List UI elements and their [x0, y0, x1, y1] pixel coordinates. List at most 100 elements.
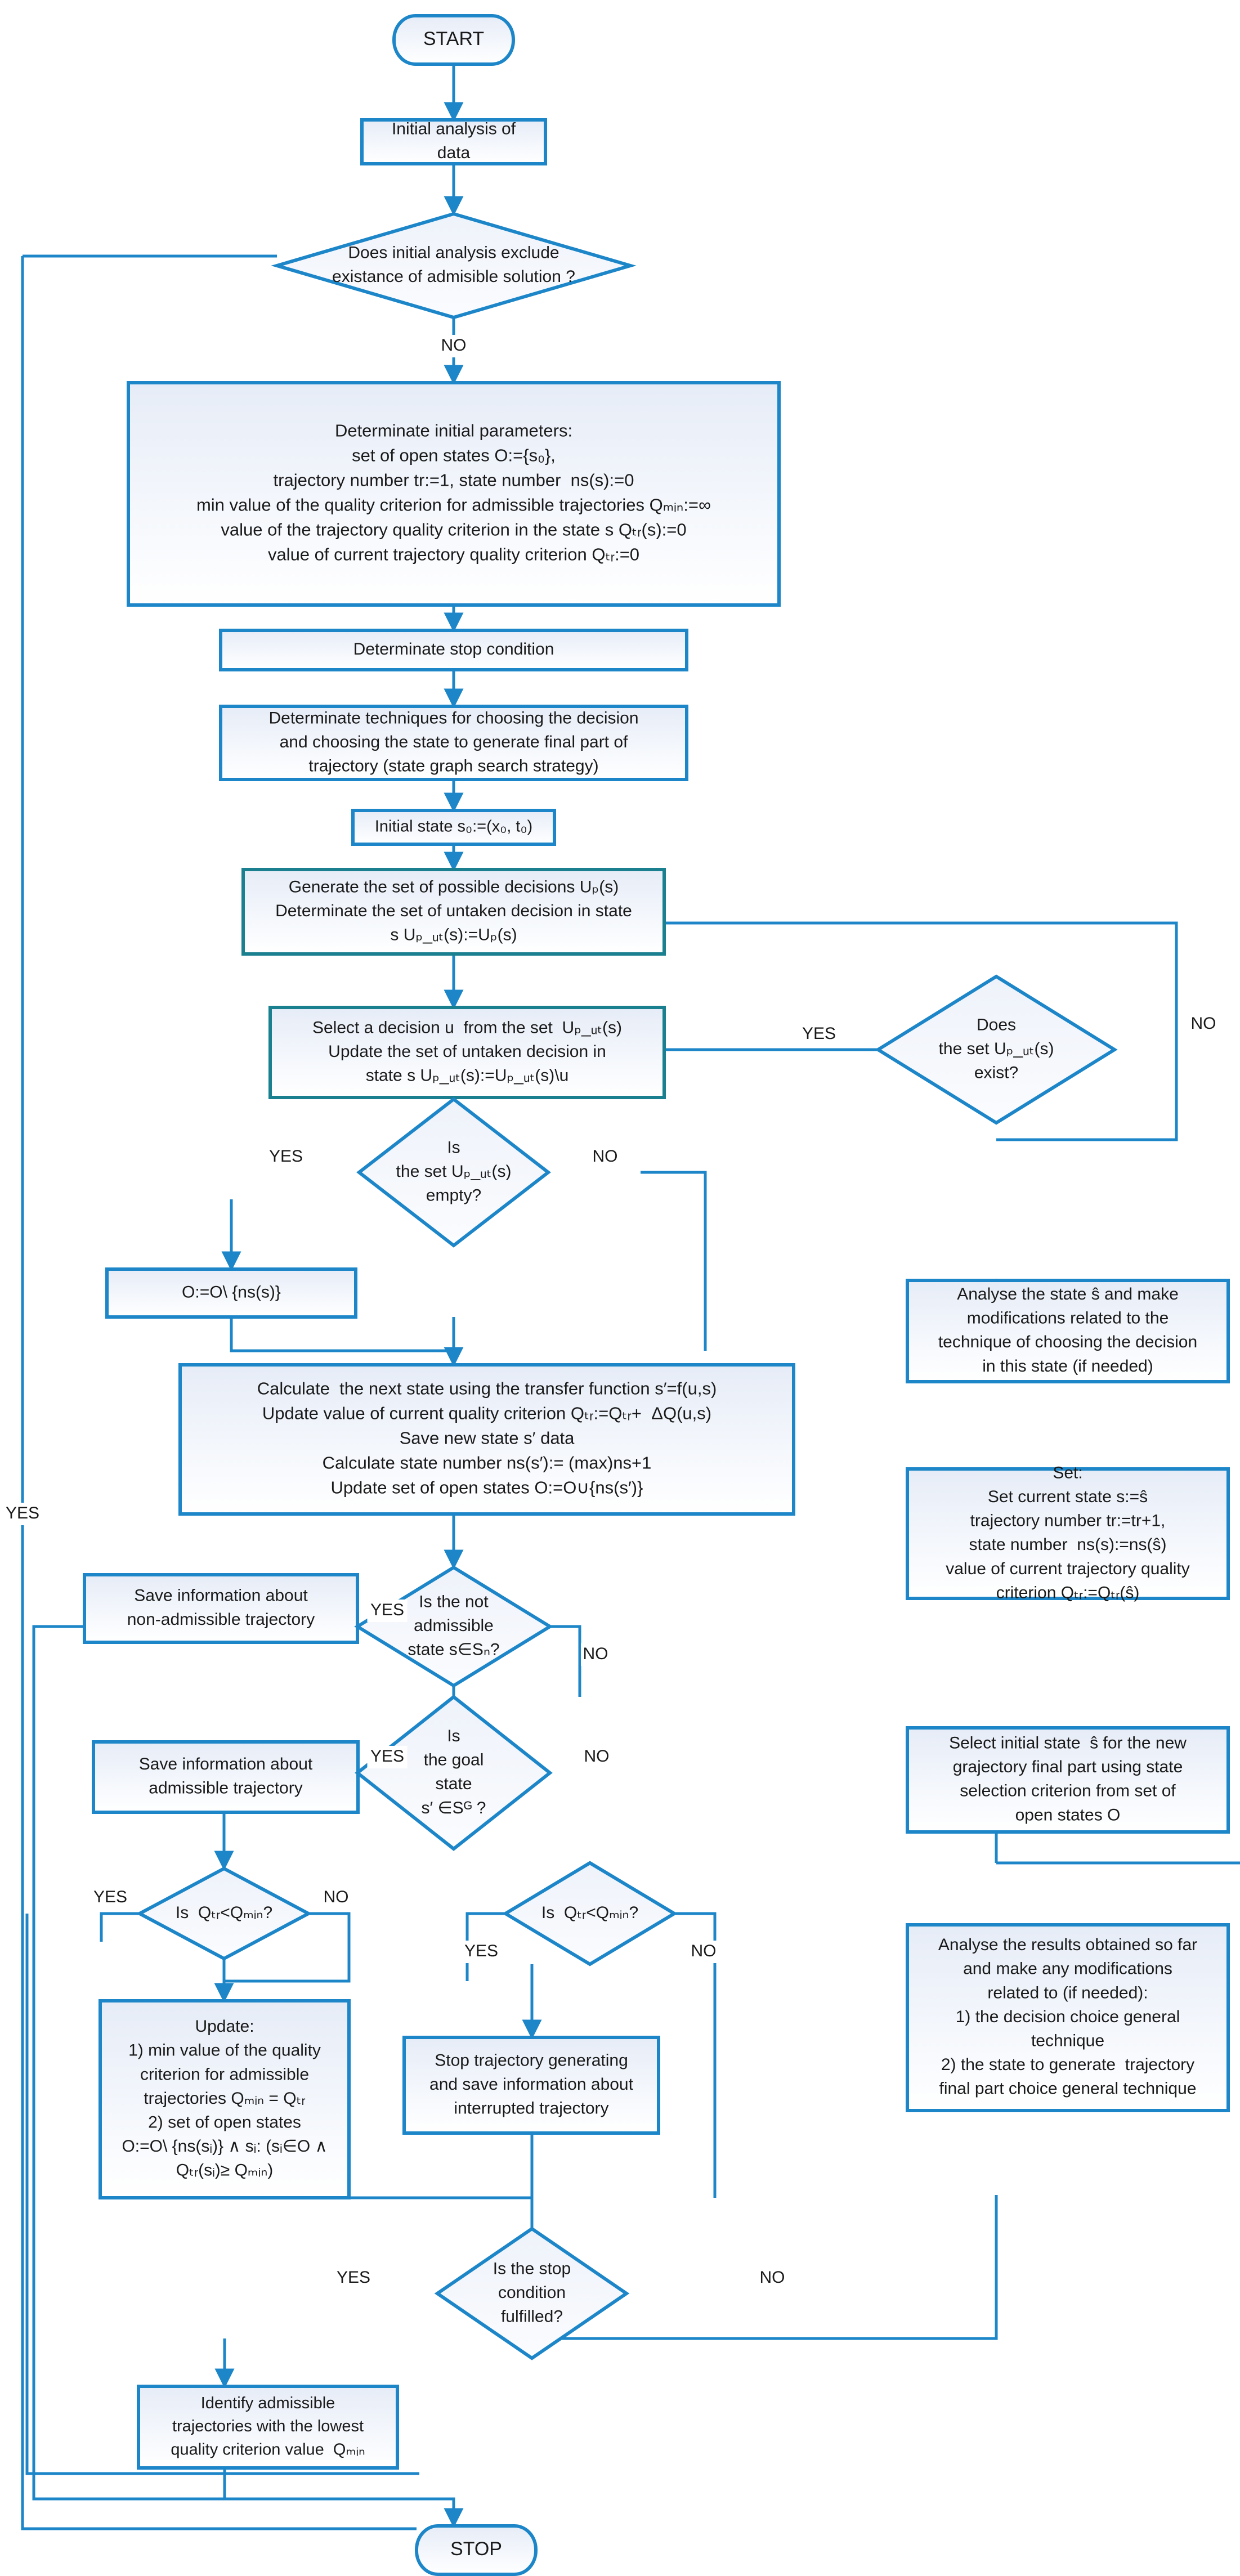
decision-node-stop-condition-fulfilled	[434, 2226, 630, 2360]
svg-text:state: state	[435, 1775, 472, 1793]
decision-node-set-exists	[875, 974, 1118, 1125]
edge-stopcond-no-right	[532, 2195, 998, 2340]
edge-label-yes_set_exists: YES	[802, 1024, 836, 1043]
edge-label-yes_q_left: YES	[93, 1888, 127, 1906]
decision-node-set-empty	[356, 1097, 551, 1248]
svg-text:Analyse the state ŝ and make: Analyse the state ŝ and make	[957, 1285, 1179, 1303]
svg-text:START: START	[423, 28, 484, 50]
svg-text:fulfilled?: fulfilled?	[501, 2308, 563, 2326]
svg-text:Is the stop: Is the stop	[493, 2259, 571, 2278]
edge-label-yes_set_empty: YES	[269, 1147, 303, 1166]
svg-text:Determinate the set of untaken: Determinate the set of untaken decision …	[275, 902, 632, 920]
svg-text:trajectories with the lowest: trajectories with the lowest	[172, 2417, 364, 2435]
svg-text:Update set of open states O:=O: Update set of open states O:=O∪{ns(s′)}	[331, 1478, 643, 1498]
svg-text:Update:: Update:	[195, 2017, 254, 2036]
process-node-determinate-stop-condition	[219, 629, 688, 671]
svg-text:O:=O\ {ns(s)}: O:=O\ {ns(s)}	[182, 1283, 281, 1301]
process-node-set-current-state	[906, 1467, 1230, 1600]
svg-text:modifications related to the: modifications related to the	[967, 1309, 1169, 1328]
terminator-stop	[415, 2524, 538, 2576]
svg-text:the goal: the goal	[424, 1751, 484, 1769]
svg-text:admissible trajectory: admissible trajectory	[149, 1779, 302, 1798]
process-node-initial-analysis	[360, 118, 547, 165]
edge-initial-decision-yes-to-stop	[21, 256, 417, 2530]
edge-label-bg	[799, 1023, 839, 1046]
svg-text:state s∈Sₙ?: state s∈Sₙ?	[408, 1641, 499, 1659]
process-node-determinate-initial-parameters	[127, 381, 781, 607]
svg-text:existance of admisible solutio: existance of admisible solution ?	[332, 267, 575, 286]
svg-text:STOP: STOP	[450, 2538, 502, 2560]
edge-label-yes_outer_left: YES	[6, 1504, 39, 1522]
svg-text:Initial state s₀:=(x₀, t₀): Initial state s₀:=(x₀, t₀)	[375, 818, 532, 836]
process-node-analyse-state-modifications	[906, 1279, 1230, 1383]
svg-text:2) the state to generate traj: 2) the state to generate trajectory	[941, 2055, 1194, 2074]
edge-label-bg	[367, 1600, 408, 1622]
svg-text:non-admissible trajectory: non-admissible trajectory	[127, 1610, 315, 1629]
process-node-select-decision	[268, 1006, 666, 1099]
svg-text:state number ns(s):=ns(ŝ): state number ns(s):=ns(ŝ)	[969, 1535, 1167, 1554]
edge-label-bg	[582, 1746, 611, 1768]
svg-text:Save information about: Save information about	[134, 1587, 308, 1605]
svg-text:final part choice general tech: final part choice general technique	[939, 2080, 1197, 2098]
svg-text:1) the decision choice general: 1) the decision choice general	[956, 2008, 1180, 2026]
svg-text:and save information about: and save information about	[429, 2075, 634, 2094]
svg-text:Initial analysis of: Initial analysis of	[392, 120, 516, 138]
process-node-remove-open-state	[105, 1267, 357, 1319]
svg-text:2) set of open states: 2) set of open states	[148, 2113, 301, 2132]
svg-text:1) min value of the quality: 1) min value of the quality	[128, 2041, 321, 2060]
edge-label-bg	[2, 1503, 43, 1525]
edge-label-no_goal: NO	[584, 1747, 610, 1766]
edge-label-bg	[333, 2267, 374, 2290]
svg-text:Update value of current qualit: Update value of current quality criterio…	[262, 1404, 711, 1423]
edge-label-bg	[266, 1146, 306, 1168]
svg-text:s Uₚ_ᵤₜ(s):=Uₚ(s): s Uₚ_ᵤₜ(s):=Uₚ(s)	[390, 926, 517, 944]
edge-label-no_set_exists: NO	[1191, 1014, 1216, 1033]
edge-label-yes_q_right: YES	[464, 1942, 498, 1960]
svg-text:grajectory final part using st: grajectory final part using state	[953, 1758, 1183, 1776]
svg-text:Generate the set of possible d: Generate the set of possible decisions U…	[289, 877, 619, 896]
svg-text:Save new state s′ data: Save new state s′ data	[400, 1428, 575, 1448]
svg-text:empty?: empty?	[426, 1186, 481, 1205]
svg-text:Is Qₜᵣ<Qₘᵢₙ?: Is Qₜᵣ<Qₘᵢₙ?	[541, 1903, 638, 1922]
svg-text:min value of the quality crite: min value of the quality criterion for a…	[196, 495, 711, 515]
edge-label-no_q_right: NO	[691, 1942, 717, 1960]
svg-text:open states O: open states O	[1015, 1806, 1121, 1824]
svg-text:data: data	[437, 144, 471, 162]
svg-text:Update the set of untaken deci: Update the set of untaken decision in	[328, 1042, 606, 1061]
svg-text:value of current trajectory qu: value of current trajectory quality	[946, 1560, 1190, 1578]
svg-text:criterion for admissible: criterion for admissible	[140, 2065, 309, 2084]
svg-text:state s Uₚ_ᵤₜ(s):=Uₚ_ᵤₜ(s)\u: state s Uₚ_ᵤₜ(s):=Uₚ_ᵤₜ(s)\u	[366, 1067, 569, 1085]
svg-text:trajectories Qₘᵢₙ = Qₜᵣ: trajectories Qₘᵢₙ = Qₜᵣ	[144, 2089, 305, 2108]
edge-qleft-no-stub	[224, 1912, 351, 1983]
svg-text:Set:: Set:	[1053, 1463, 1082, 1482]
svg-text:interrupted trajectory: interrupted trajectory	[454, 2099, 608, 2118]
edge-label-bg	[439, 335, 468, 357]
svg-text:exist?: exist?	[974, 1064, 1018, 1082]
edge-qleft-yes-stub	[100, 1912, 140, 1942]
svg-text:Is the not: Is the not	[419, 1592, 489, 1611]
svg-text:Calculate the next state usin: Calculate the next state using the trans…	[257, 1379, 717, 1399]
edge-label-bg	[1189, 1013, 1218, 1036]
edge-remove-to-join	[230, 1317, 454, 1352]
svg-text:trajectory number tr:=tr+1,: trajectory number tr:=tr+1,	[970, 1512, 1166, 1530]
process-node-select-initial-state-new	[906, 1726, 1230, 1834]
svg-text:set of open states O:={s₀},: set of open states O:={s₀},	[352, 446, 556, 465]
edge-label-yes_goal: YES	[370, 1747, 404, 1766]
svg-text:technique: technique	[1031, 2032, 1104, 2050]
svg-text:Qₜᵣ(sᵢ)≥ Qₘᵢₙ): Qₜᵣ(sᵢ)≥ Qₘᵢₙ)	[176, 2161, 274, 2180]
edge-notadm-no-down	[550, 1625, 581, 1697]
process-node-update-min-and-open	[99, 1999, 351, 2199]
edge-label-bg	[461, 1941, 502, 1963]
edge-qright-no-down	[674, 1912, 717, 2198]
svg-text:Is: Is	[447, 1138, 460, 1157]
svg-text:and make any modifications: and make any modifications	[963, 1960, 1172, 1978]
edge-label-no_not_admissible: NO	[583, 1645, 608, 1663]
svg-text:Calculate state number ns(s′):: Calculate state number ns(s′):= (max)ns+…	[323, 1453, 652, 1473]
svg-text:Is Qₜᵣ<Qₘᵢₙ?: Is Qₜᵣ<Qₘᵢₙ?	[176, 1903, 272, 1922]
process-node-calculate-next-state	[178, 1363, 795, 1516]
svg-text:and choosing the state to gene: and choosing the state to generate final…	[280, 733, 628, 751]
process-node-save-non-admissible	[83, 1573, 359, 1644]
svg-text:Save information about: Save information about	[139, 1755, 313, 1773]
svg-text:trajectory (state graph search: trajectory (state graph search strategy)	[308, 757, 598, 776]
edge-label-bg	[689, 1941, 718, 1963]
